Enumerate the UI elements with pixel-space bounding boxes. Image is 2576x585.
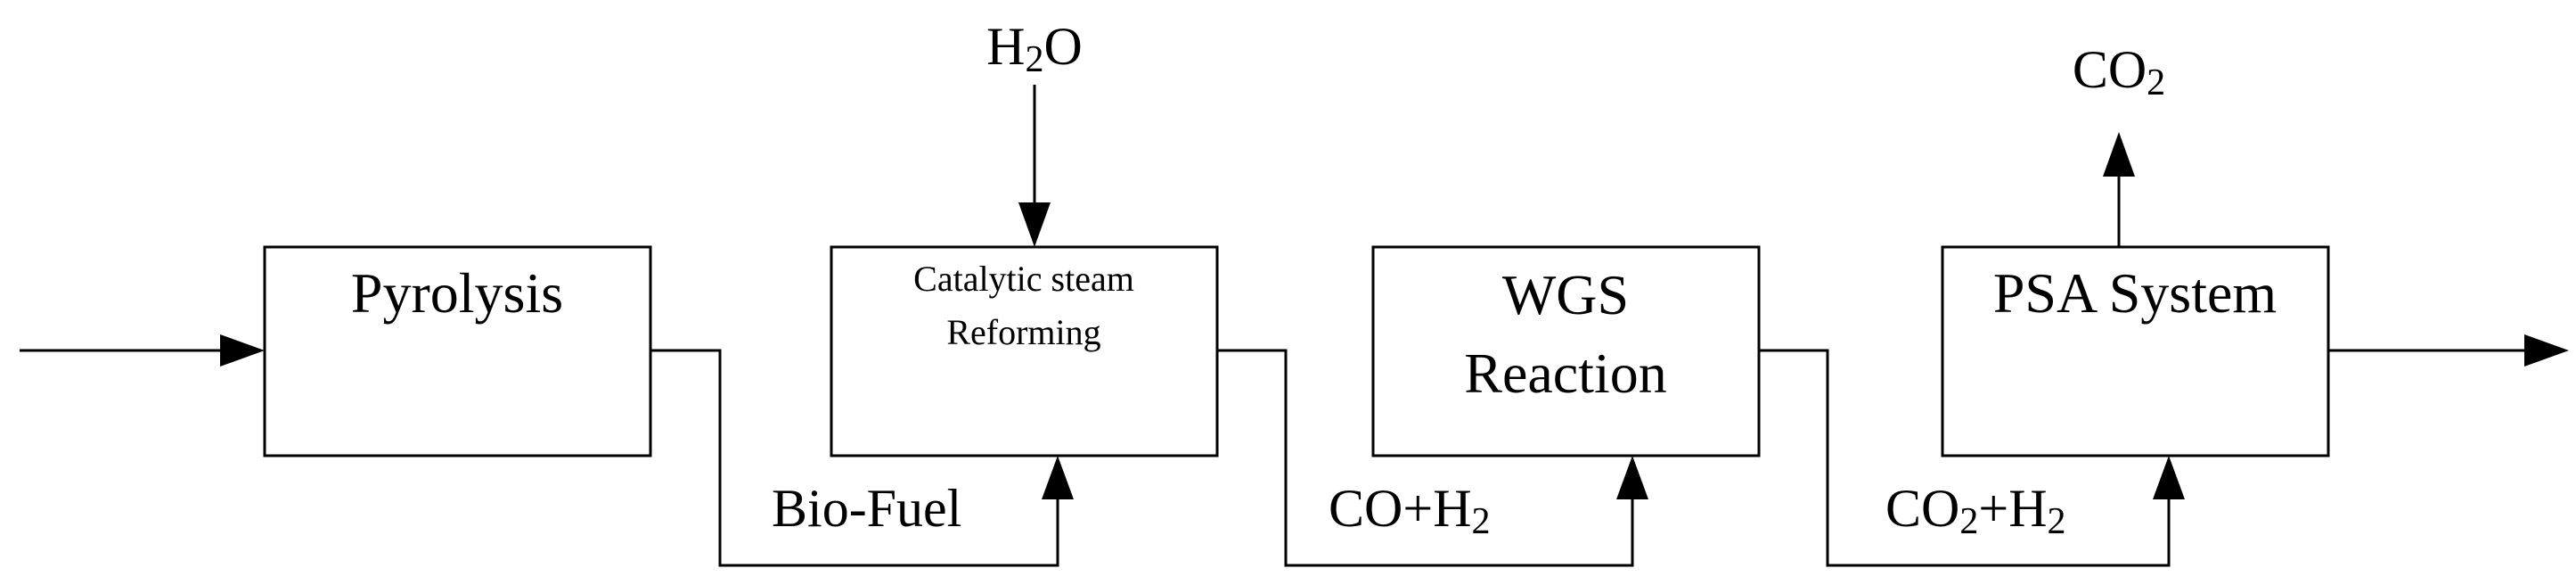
co2-label-sub: 2 (2147, 62, 2165, 103)
water-arrowhead (1018, 202, 1051, 247)
bio-fuel-label: Bio-Fuel (772, 479, 961, 538)
reforming-label-line2: Reforming (946, 312, 1100, 352)
syngas-arrowhead (1616, 456, 1648, 499)
syngas-label: CO+H2 (1329, 479, 1491, 542)
feed-arrowhead (220, 334, 265, 367)
pyrolysis-label: Pyrolysis (351, 261, 563, 325)
co2-label: CO2 (2073, 40, 2165, 103)
reforming-block (830, 245, 1219, 457)
water-label-o: O (1044, 17, 1083, 76)
shifted-gas-label-sub2: 2 (2048, 501, 2066, 542)
co2-label-main: CO (2073, 40, 2147, 99)
wgs-label-line2: Reaction (1464, 342, 1666, 405)
bio-fuel-arrowhead (1042, 456, 1074, 499)
syngas-line (1217, 349, 1634, 567)
syngas-label-sub: 2 (1472, 501, 1491, 542)
shifted-gas-line (1759, 349, 2171, 567)
co2-arrowhead (2103, 132, 2135, 177)
water-label-sub: 2 (1026, 39, 1044, 80)
product-arrowhead (2524, 334, 2569, 367)
reforming-label-line1: Catalytic steam (913, 259, 1134, 299)
pyrolysis-block (263, 245, 652, 457)
shifted-gas-arrowhead (2153, 456, 2185, 499)
water-label-h: H (986, 17, 1025, 76)
psa-label: PSA System (1993, 261, 2277, 325)
wgs-label-line1: WGS (1502, 263, 1629, 326)
psa-block (1941, 245, 2330, 457)
wgs-block (1371, 245, 1761, 457)
water-label: H2O (986, 17, 1083, 80)
shifted-gas-label-sub1: 2 (1959, 501, 1978, 542)
bio-fuel-line (650, 349, 1059, 567)
syngas-label-main: CO+H (1329, 479, 1472, 538)
shifted-gas-label: CO2+H2 (1885, 479, 2066, 542)
shifted-gas-label-h: +H (1978, 479, 2047, 538)
shifted-gas-label-co: CO (1885, 479, 1959, 538)
